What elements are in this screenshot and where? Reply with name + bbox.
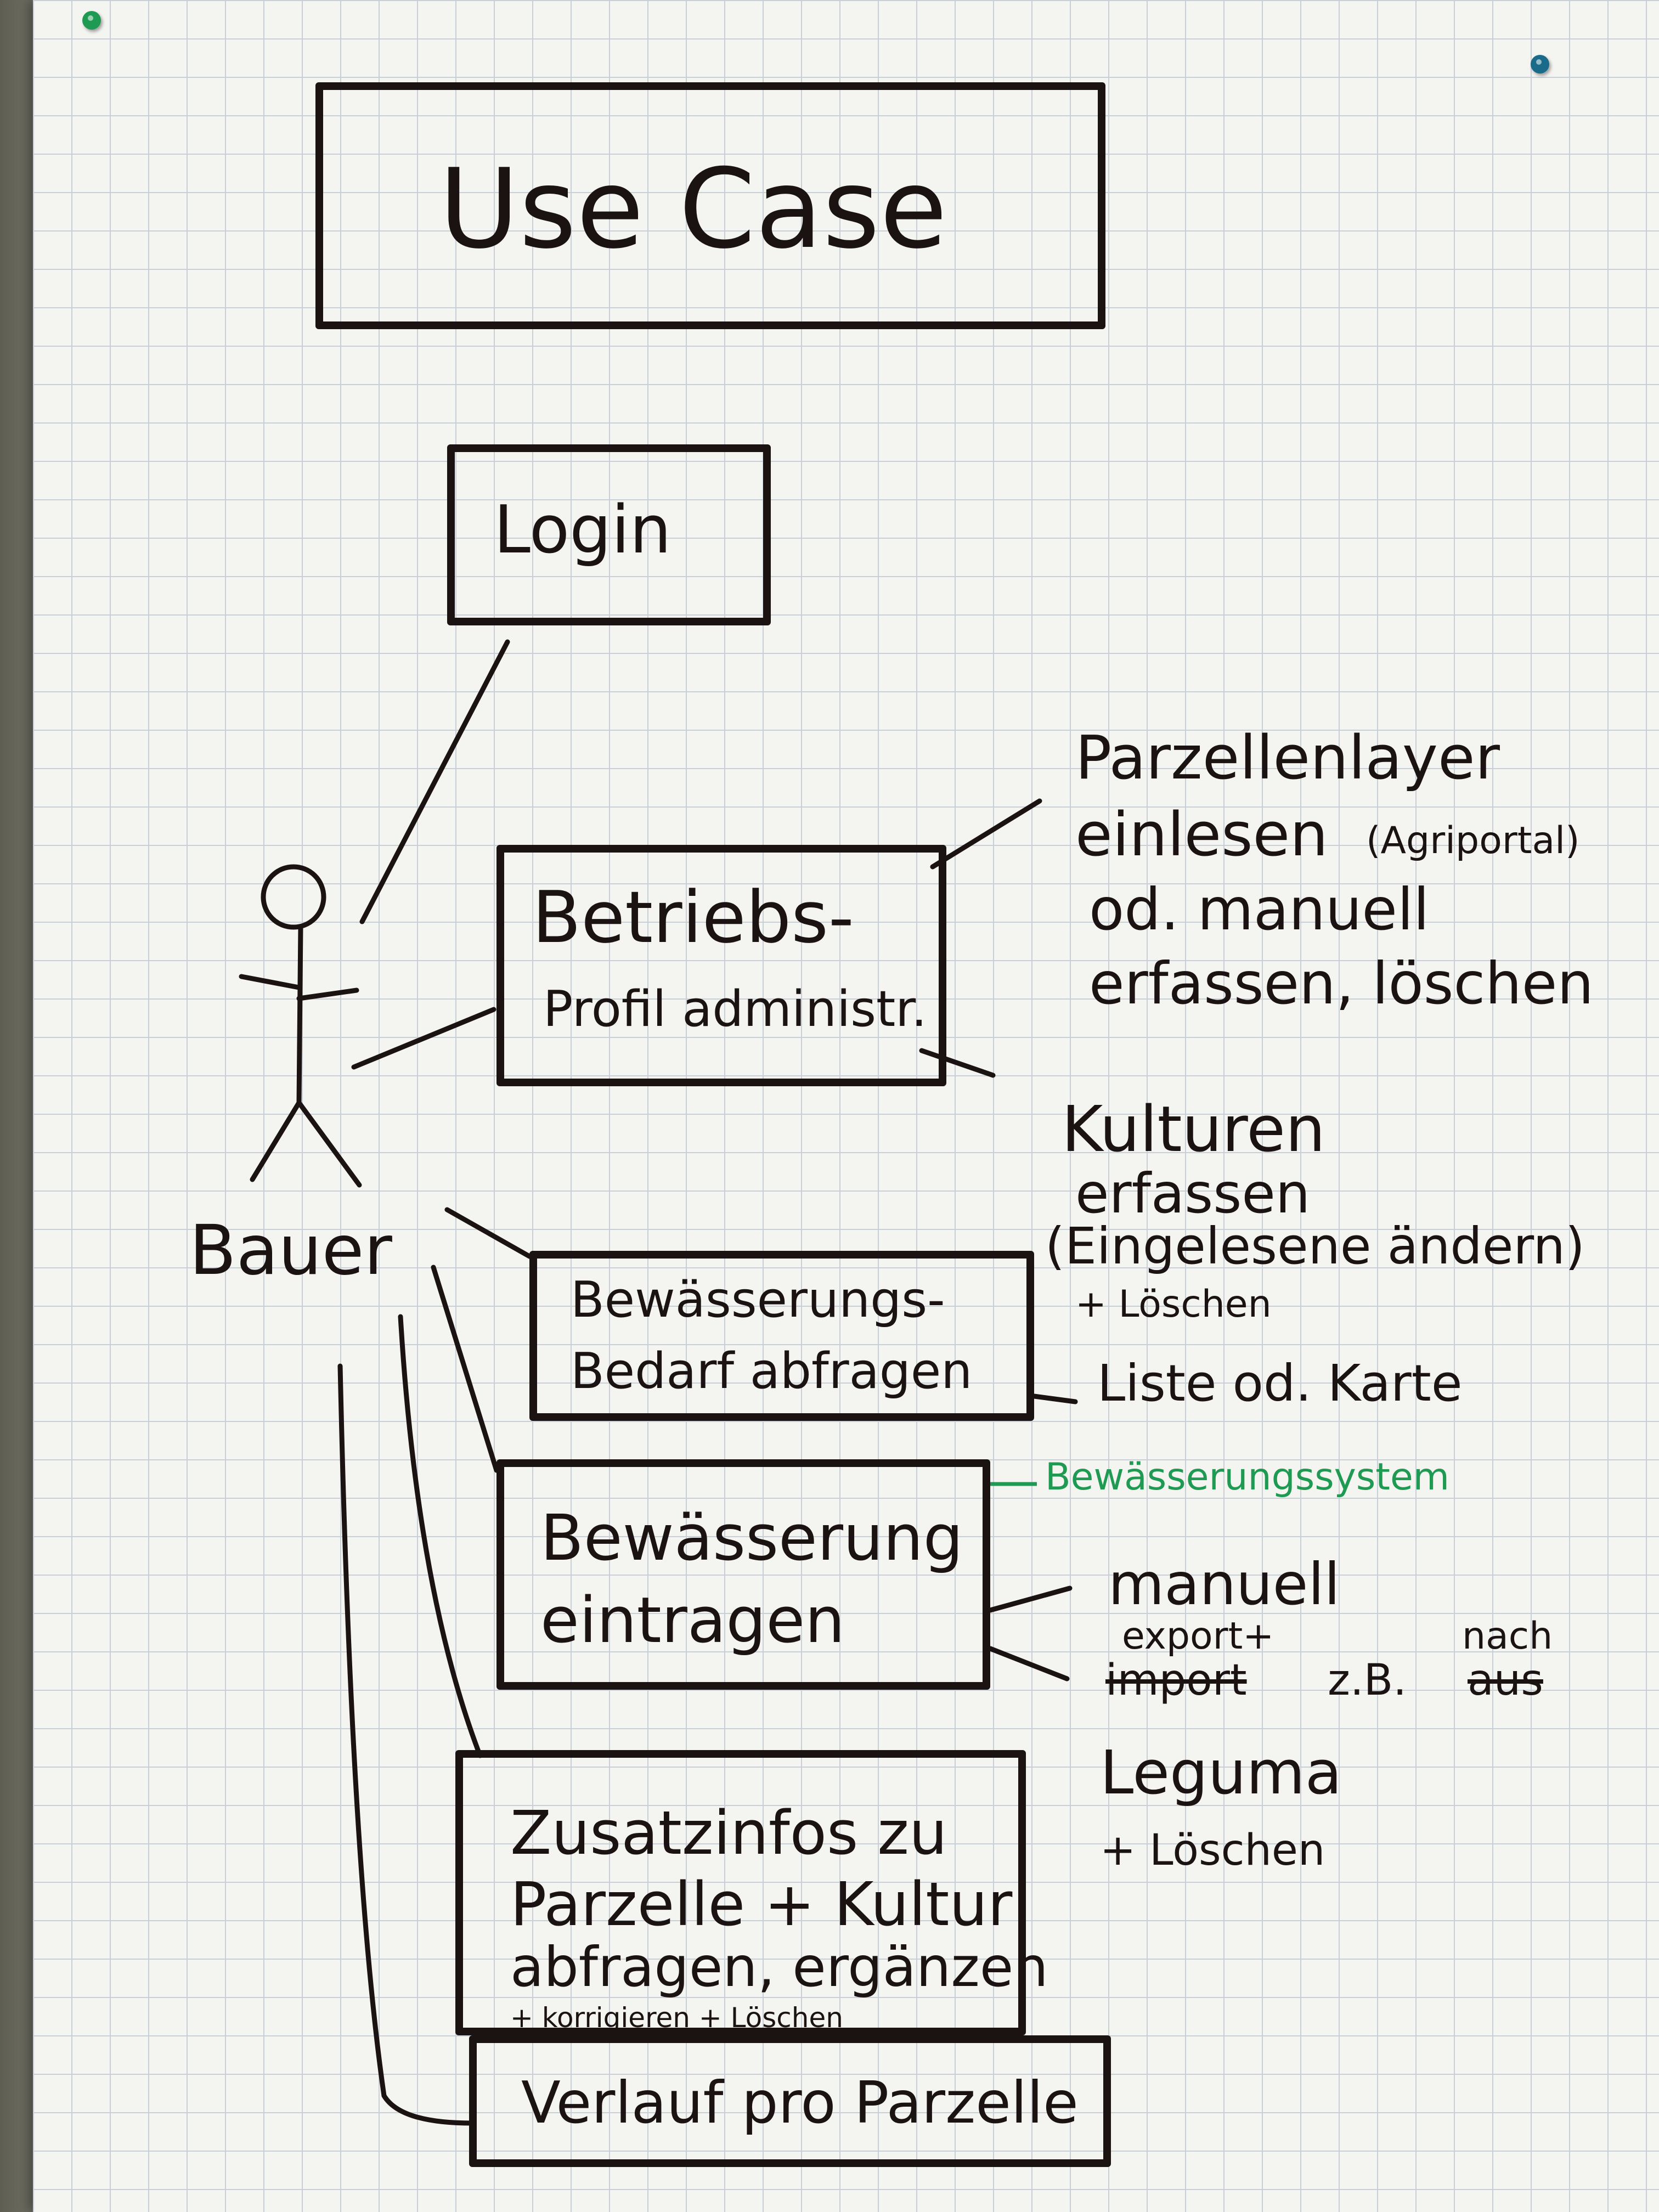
note-agriportal: (Agriportal)	[1366, 819, 1580, 862]
note-loeschen-leguma: + Löschen	[1100, 1826, 1325, 1875]
usecase-login-box	[447, 444, 771, 625]
note-export: export+	[1122, 1615, 1274, 1658]
usecase-zusatz-line3: abfragen, ergänzen	[510, 1935, 1048, 1999]
note-loeschen-kulturen: + Löschen	[1075, 1283, 1272, 1326]
usecase-bedarf-line2: Bedarf abfragen	[571, 1342, 973, 1400]
blue-pushpin-icon	[1531, 55, 1549, 74]
usecase-betrieb-line1: Betriebs-	[532, 876, 854, 959]
usecase-eintragen-line2: eintragen	[540, 1584, 845, 1657]
usecase-zusatz-line1: Zusatzinfos zu	[510, 1798, 947, 1868]
usecase-verlauf-label: Verlauf pro Parzelle	[521, 2069, 1079, 2136]
usecase-betriebsprofil-box	[496, 845, 946, 1086]
note-kulturen: Kulturen	[1062, 1093, 1325, 1166]
title-box	[315, 82, 1105, 329]
actor-label: Bauer	[189, 1211, 392, 1290]
note-leguma: Leguma	[1100, 1737, 1342, 1808]
usecase-zusatz-line4: + korrigieren + Löschen	[510, 2002, 843, 2034]
usecase-bewaesserungsbedarf-box	[529, 1251, 1034, 1421]
diagram-title: Use Case	[439, 145, 947, 273]
note-einlesen: einlesen	[1075, 799, 1328, 870]
usecase-verlauf-box	[469, 2035, 1111, 2167]
note-nach: nach	[1462, 1615, 1553, 1658]
usecase-bedarf-line1: Bewässerungs-	[571, 1271, 945, 1329]
usecase-zusatz-line2: Parzelle + Kultur	[510, 1869, 1013, 1939]
usecase-eintragen-line1: Bewässerung	[540, 1502, 963, 1575]
note-od-manuell: od. manuell	[1089, 876, 1430, 943]
usecase-zusatzinfos-box	[455, 1750, 1026, 2035]
note-manuell: manuell	[1108, 1551, 1340, 1618]
usecase-betrieb-line2: Profil administr.	[543, 980, 927, 1038]
note-eingelesene-aendern: (Eingelesene ändern)	[1045, 1217, 1585, 1276]
note-zb: z.B.	[1328, 1656, 1407, 1705]
note-erfassen: erfassen	[1075, 1161, 1311, 1226]
note-aus-struck: aus	[1468, 1656, 1543, 1705]
green-pushpin-icon	[82, 11, 101, 30]
note-erfassen-loeschen: erfassen, löschen	[1089, 950, 1594, 1017]
note-liste-karte: Liste od. Karte	[1097, 1354, 1463, 1413]
usecase-bewaesserung-eintragen-box	[496, 1459, 990, 1690]
note-parzellenlayer: Parzellenlayer	[1075, 723, 1500, 793]
note-bewaesserungssystem: Bewässerungssystem	[1045, 1455, 1450, 1499]
note-import-struck: import	[1105, 1656, 1247, 1705]
usecase-login-label: Login	[494, 492, 672, 568]
